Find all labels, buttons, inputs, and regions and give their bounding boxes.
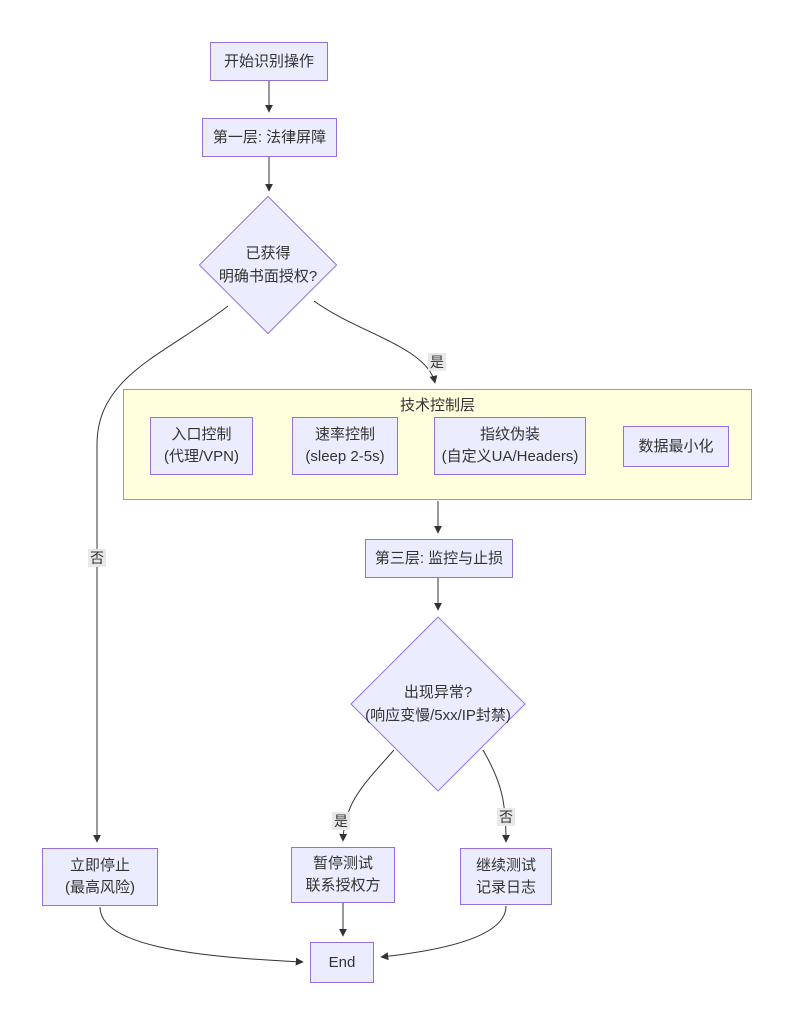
node-fingerprint-disguise-line1: 指纹伪装: [479, 426, 540, 444]
edge-auth-no-to-stop: [93, 305, 229, 843]
node-entry-control-line2: (代理/VPN): [163, 448, 239, 465]
node-data-minimization: 数据最小化: [623, 426, 729, 467]
node-rate-control: 速率控制 (sleep 2-5s): [292, 417, 398, 475]
node-end: End: [310, 942, 374, 983]
decision-authorization-line1: 已获得: [245, 244, 291, 262]
node-start: 开始识别操作: [210, 42, 328, 81]
node-legal-layer: 第一层: 法律屏障: [202, 118, 337, 157]
edge-continue-to-end: [380, 905, 507, 961]
decision-authorization-label: 已获得 明确书面授权?: [178, 235, 358, 295]
node-pause-testing: 暂停测试 联系授权方: [291, 847, 395, 903]
node-entry-control: 入口控制 (代理/VPN): [150, 417, 253, 475]
node-stop-immediately-line2: (最高风险): [65, 879, 135, 896]
node-continue-testing-line2: 记录日志: [475, 878, 536, 896]
edge-stop-to-end: [99, 906, 304, 966]
node-continue-testing-line1: 继续测试: [475, 856, 536, 874]
node-stop-immediately-line1: 立即停止: [69, 857, 130, 875]
decision-anomaly-label: 出现异常? (响应变慢/5xx/IP封禁): [328, 673, 548, 735]
edge-anomaly-no-to-continue: [482, 749, 510, 843]
edge-auth-yes-to-cluster: [313, 300, 438, 384]
node-fingerprint-disguise: 指纹伪装 (自定义UA/Headers): [434, 417, 586, 475]
edge-anomaly-yes-to-pause: [339, 749, 395, 842]
cluster-title: 技术控制层: [399, 397, 475, 414]
node-continue-testing: 继续测试 记录日志: [460, 848, 552, 905]
node-pause-testing-line1: 暂停测试: [312, 855, 373, 873]
edge-label-yes-auth: 是: [428, 352, 446, 372]
edge-label-no-anomaly: 否: [497, 807, 515, 827]
node-start-label: 开始识别操作: [223, 52, 314, 70]
node-entry-control-line1: 入口控制: [171, 426, 232, 444]
decision-anomaly-line2: (响应变慢/5xx/IP封禁): [365, 707, 511, 724]
node-rate-control-line2: (sleep 2-5s): [305, 448, 385, 465]
node-rate-control-line1: 速率控制: [314, 426, 375, 444]
decision-authorization-line2: 明确书面授权?: [218, 268, 318, 285]
node-stop-immediately: 立即停止 (最高风险): [42, 848, 158, 906]
node-monitor-layer-label: 第三层: 监控与止损: [374, 549, 504, 567]
node-fingerprint-disguise-line2: (自定义UA/Headers): [441, 448, 579, 465]
decision-anomaly-line1: 出现异常?: [403, 683, 473, 701]
node-monitor-layer: 第三层: 监控与止损: [365, 539, 513, 578]
node-legal-layer-label: 第一层: 法律屏障: [212, 128, 327, 146]
edge-label-no-auth: 否: [88, 548, 106, 568]
node-data-minimization-label: 数据最小化: [638, 437, 714, 455]
node-end-label: End: [328, 953, 356, 971]
node-pause-testing-line2: 联系授权方: [305, 877, 381, 894]
edge-label-yes-anomaly: 是: [332, 811, 350, 831]
